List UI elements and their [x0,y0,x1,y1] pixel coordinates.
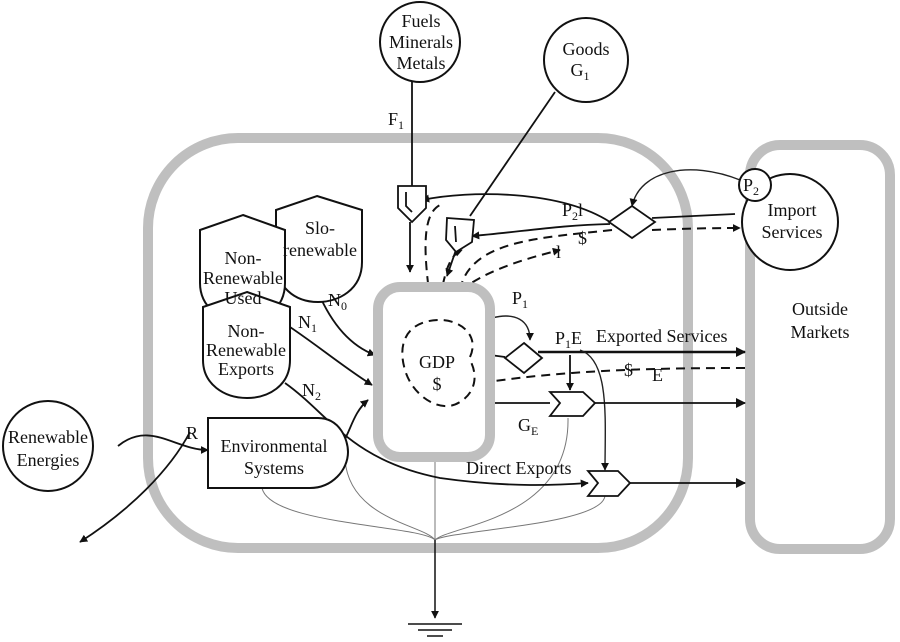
svg-text:Fuels: Fuels [401,11,440,31]
outside-markets-label: Outside Markets [791,299,850,342]
svg-text:Energies: Energies [17,450,80,470]
svg-text:Systems: Systems [244,458,304,478]
svg-text:Metals: Metals [397,53,446,73]
import-services-label: Import Services [762,200,823,242]
svg-text:Exports: Exports [218,359,274,379]
goods-label: Goods [562,39,609,59]
import-l-label: l [556,242,561,262]
n0-label: N0 [328,290,347,313]
export-transaction-diamond [503,341,544,375]
environmental-systems-producer [207,417,350,489]
import-goods-flow [421,193,611,223]
f1-label: F1 [388,109,404,132]
n2-label: N2 [302,380,321,403]
svg-text:Used: Used [225,288,262,308]
dollar-to-diamond-flow [457,229,613,291]
svg-text:Markets: Markets [791,322,850,342]
p1e-label: P1E [555,328,582,351]
outside-markets-box [745,140,895,554]
heat-sink-lines [261,417,606,619]
import-services-source [741,173,839,271]
svg-text:Environmental: Environmental [221,436,328,456]
export-e-label: E [652,365,663,385]
export-dollar-label: $ [624,360,633,380]
nonrenewable-exports-label: Non- Renewable Exports [206,321,286,379]
goods-interaction-symbol [445,217,475,254]
r-label: R [186,423,198,443]
import-money-flow [471,223,611,240]
ge-interaction-symbol [547,391,597,417]
svg-text:Import: Import [768,200,817,220]
import-dollar-label: $ [578,228,587,248]
svg-text:Non-: Non- [225,248,262,268]
nonrenewable-exports-storage [202,290,291,400]
gdp-label: GDP $ [419,352,455,394]
p1e-to-direct-flow [579,349,610,471]
environmental-systems-label: Environmental Systems [221,436,328,478]
renewable-energies-source [2,400,94,492]
svg-text:Services: Services [762,222,823,242]
heat-sink-icon [408,623,462,637]
p2-circle-label: P2 [743,175,759,198]
p2-price-circle [738,168,772,202]
import-transaction-diamond [607,204,657,240]
svg-text:Non-: Non- [228,321,265,341]
svg-text:Minerals: Minerals [389,32,453,52]
import-dollar-flow [651,224,741,233]
svg-text:Renewable: Renewable [203,268,283,288]
nonrenewable-used-label: Non- Renewable Used [203,248,283,308]
svg-text:Renewable: Renewable [8,427,88,447]
renewable-to-environmental-flow [117,434,209,454]
import-to-diamond-flow [651,213,736,219]
svg-text:GDP: GDP [419,352,455,372]
svg-text:Renewable: Renewable [206,340,286,360]
p1-feedback-loop [491,315,534,341]
direct-exports-interaction-symbol [586,470,632,497]
slo-renewable-label: Slo- renewable [283,218,357,260]
fuels-minerals-metals-label: Fuels Minerals Metals [389,11,453,73]
renewable-energies-label: Renewable Energies [8,427,88,470]
p1-label: P1 [512,288,528,311]
goods-source [543,17,629,103]
svg-text:$: $ [433,374,442,394]
direct-exports-label: Direct Exports [466,458,571,478]
gdp-box [373,282,495,462]
fuels-interaction-symbol [397,185,427,224]
p2-feedback-loop [629,169,741,207]
gdp-feedback-dash-1 [424,204,441,301]
svg-text:Outside: Outside [792,299,848,319]
renewable-loss-flow [79,431,191,543]
goods-symbol-label: G1 [571,60,590,83]
ge-label: GE [518,415,538,438]
svg-text:renewable: renewable [283,240,357,260]
n1-label: N1 [298,312,317,335]
n2-flow [284,382,589,488]
goods-flow [469,91,556,217]
svg-text:Slo-: Slo- [305,218,335,238]
export-dollar-flow [467,367,746,388]
fuels-minerals-metals-source [379,1,461,83]
gdp-feedback-dash-3 [449,247,561,303]
exported-services-label: Exported Services [596,326,727,346]
system-boundary [143,133,693,553]
p2l-label: P2l [562,200,583,223]
